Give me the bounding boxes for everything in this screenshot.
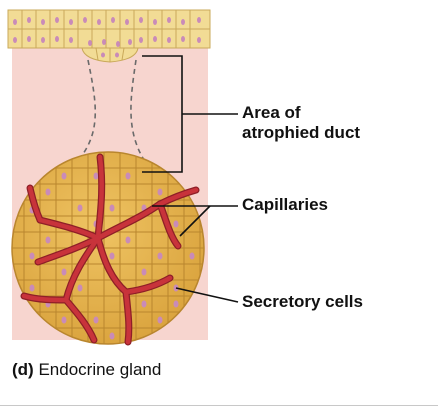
capillaries [20, 153, 200, 346]
surface-epithelium [7, 9, 211, 63]
leader-lines [142, 55, 239, 303]
caption-letter: (d) [12, 360, 34, 379]
label-atrophied-duct: Area of atrophied duct [242, 103, 360, 143]
label-secretory-cells: Secretory cells [242, 292, 363, 311]
label-atrophied-duct-line1: Area of [242, 103, 301, 122]
label-capillaries: Capillaries [242, 195, 328, 214]
endocrine-gland [11, 151, 205, 345]
label-atrophied-duct-line2: atrophied duct [242, 123, 361, 142]
caption-text: Endocrine gland [38, 360, 162, 379]
bottom-divider [0, 405, 438, 406]
secretory-leader [175, 287, 239, 303]
capillaries-leader-lower [179, 205, 211, 237]
figure-caption: (d) Endocrine gland [12, 360, 161, 380]
